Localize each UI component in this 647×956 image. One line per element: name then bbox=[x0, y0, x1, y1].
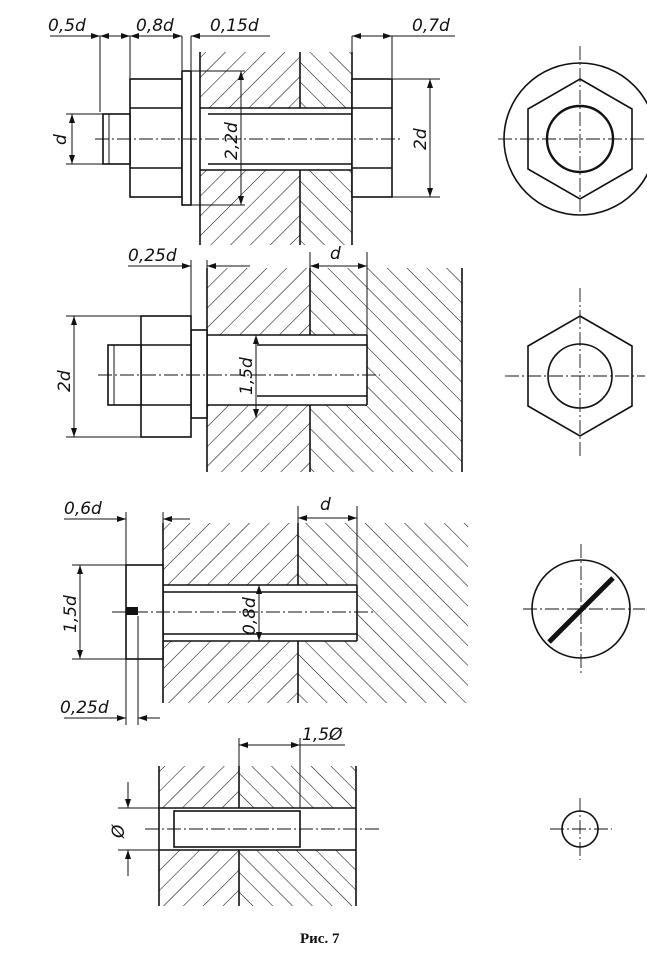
dim-slot-3: 0,25d bbox=[60, 698, 109, 718]
dim-head-3: 0,6d bbox=[64, 499, 102, 519]
dim-width: 2d bbox=[411, 128, 431, 150]
view-3-screw-assembly: 0,6d d 1,5d 0,8d 0,25d bbox=[60, 495, 468, 725]
nut-left bbox=[129, 78, 183, 198]
dim-diameter: d bbox=[51, 134, 71, 145]
screw-slot bbox=[126, 607, 138, 615]
dim-head-height: 0,8d bbox=[136, 16, 174, 36]
dim-diameter-4: Ø bbox=[109, 824, 129, 839]
dim-washer-2: 0,25d bbox=[128, 246, 177, 266]
dim-length-4: 1,5Ø bbox=[302, 725, 343, 745]
bolt-head-right bbox=[351, 78, 393, 198]
dim-width-2: 2d bbox=[55, 370, 75, 392]
figure-caption: Рис. 7 bbox=[300, 931, 340, 947]
dim-engage-3: d bbox=[320, 495, 331, 515]
view-2-end-view bbox=[505, 288, 645, 456]
dim-washer: 0,15d bbox=[210, 16, 259, 36]
view-1-end-view bbox=[498, 46, 647, 216]
view-1-bolt-assembly: 0,5d 0,8d 0,15d 0,7d d 2,2d 2d bbox=[48, 16, 455, 245]
dim-shank-3: 0,8d bbox=[240, 597, 260, 635]
view-4-pin-assembly: 1,5Ø Ø bbox=[109, 725, 380, 906]
view-2-stud-assembly: 0,25d d 2d 1,5d bbox=[55, 244, 463, 472]
washer-2 bbox=[190, 329, 208, 419]
view-3-end-view bbox=[523, 544, 645, 674]
view-4-end-view bbox=[550, 798, 612, 860]
screw-channel bbox=[163, 585, 357, 641]
stud-channel bbox=[207, 335, 367, 405]
dim-hole: 2,2d bbox=[222, 122, 242, 160]
dim-nut-height: 0,5d bbox=[48, 16, 86, 36]
dim-width-3: 1,5d bbox=[61, 595, 81, 633]
dim-thread-2: 1,5d bbox=[237, 357, 257, 395]
washer bbox=[181, 70, 192, 206]
dim-engage-2: d bbox=[330, 244, 341, 264]
nut-2 bbox=[140, 315, 192, 438]
dim-nut-right: 0,7d bbox=[412, 16, 450, 36]
